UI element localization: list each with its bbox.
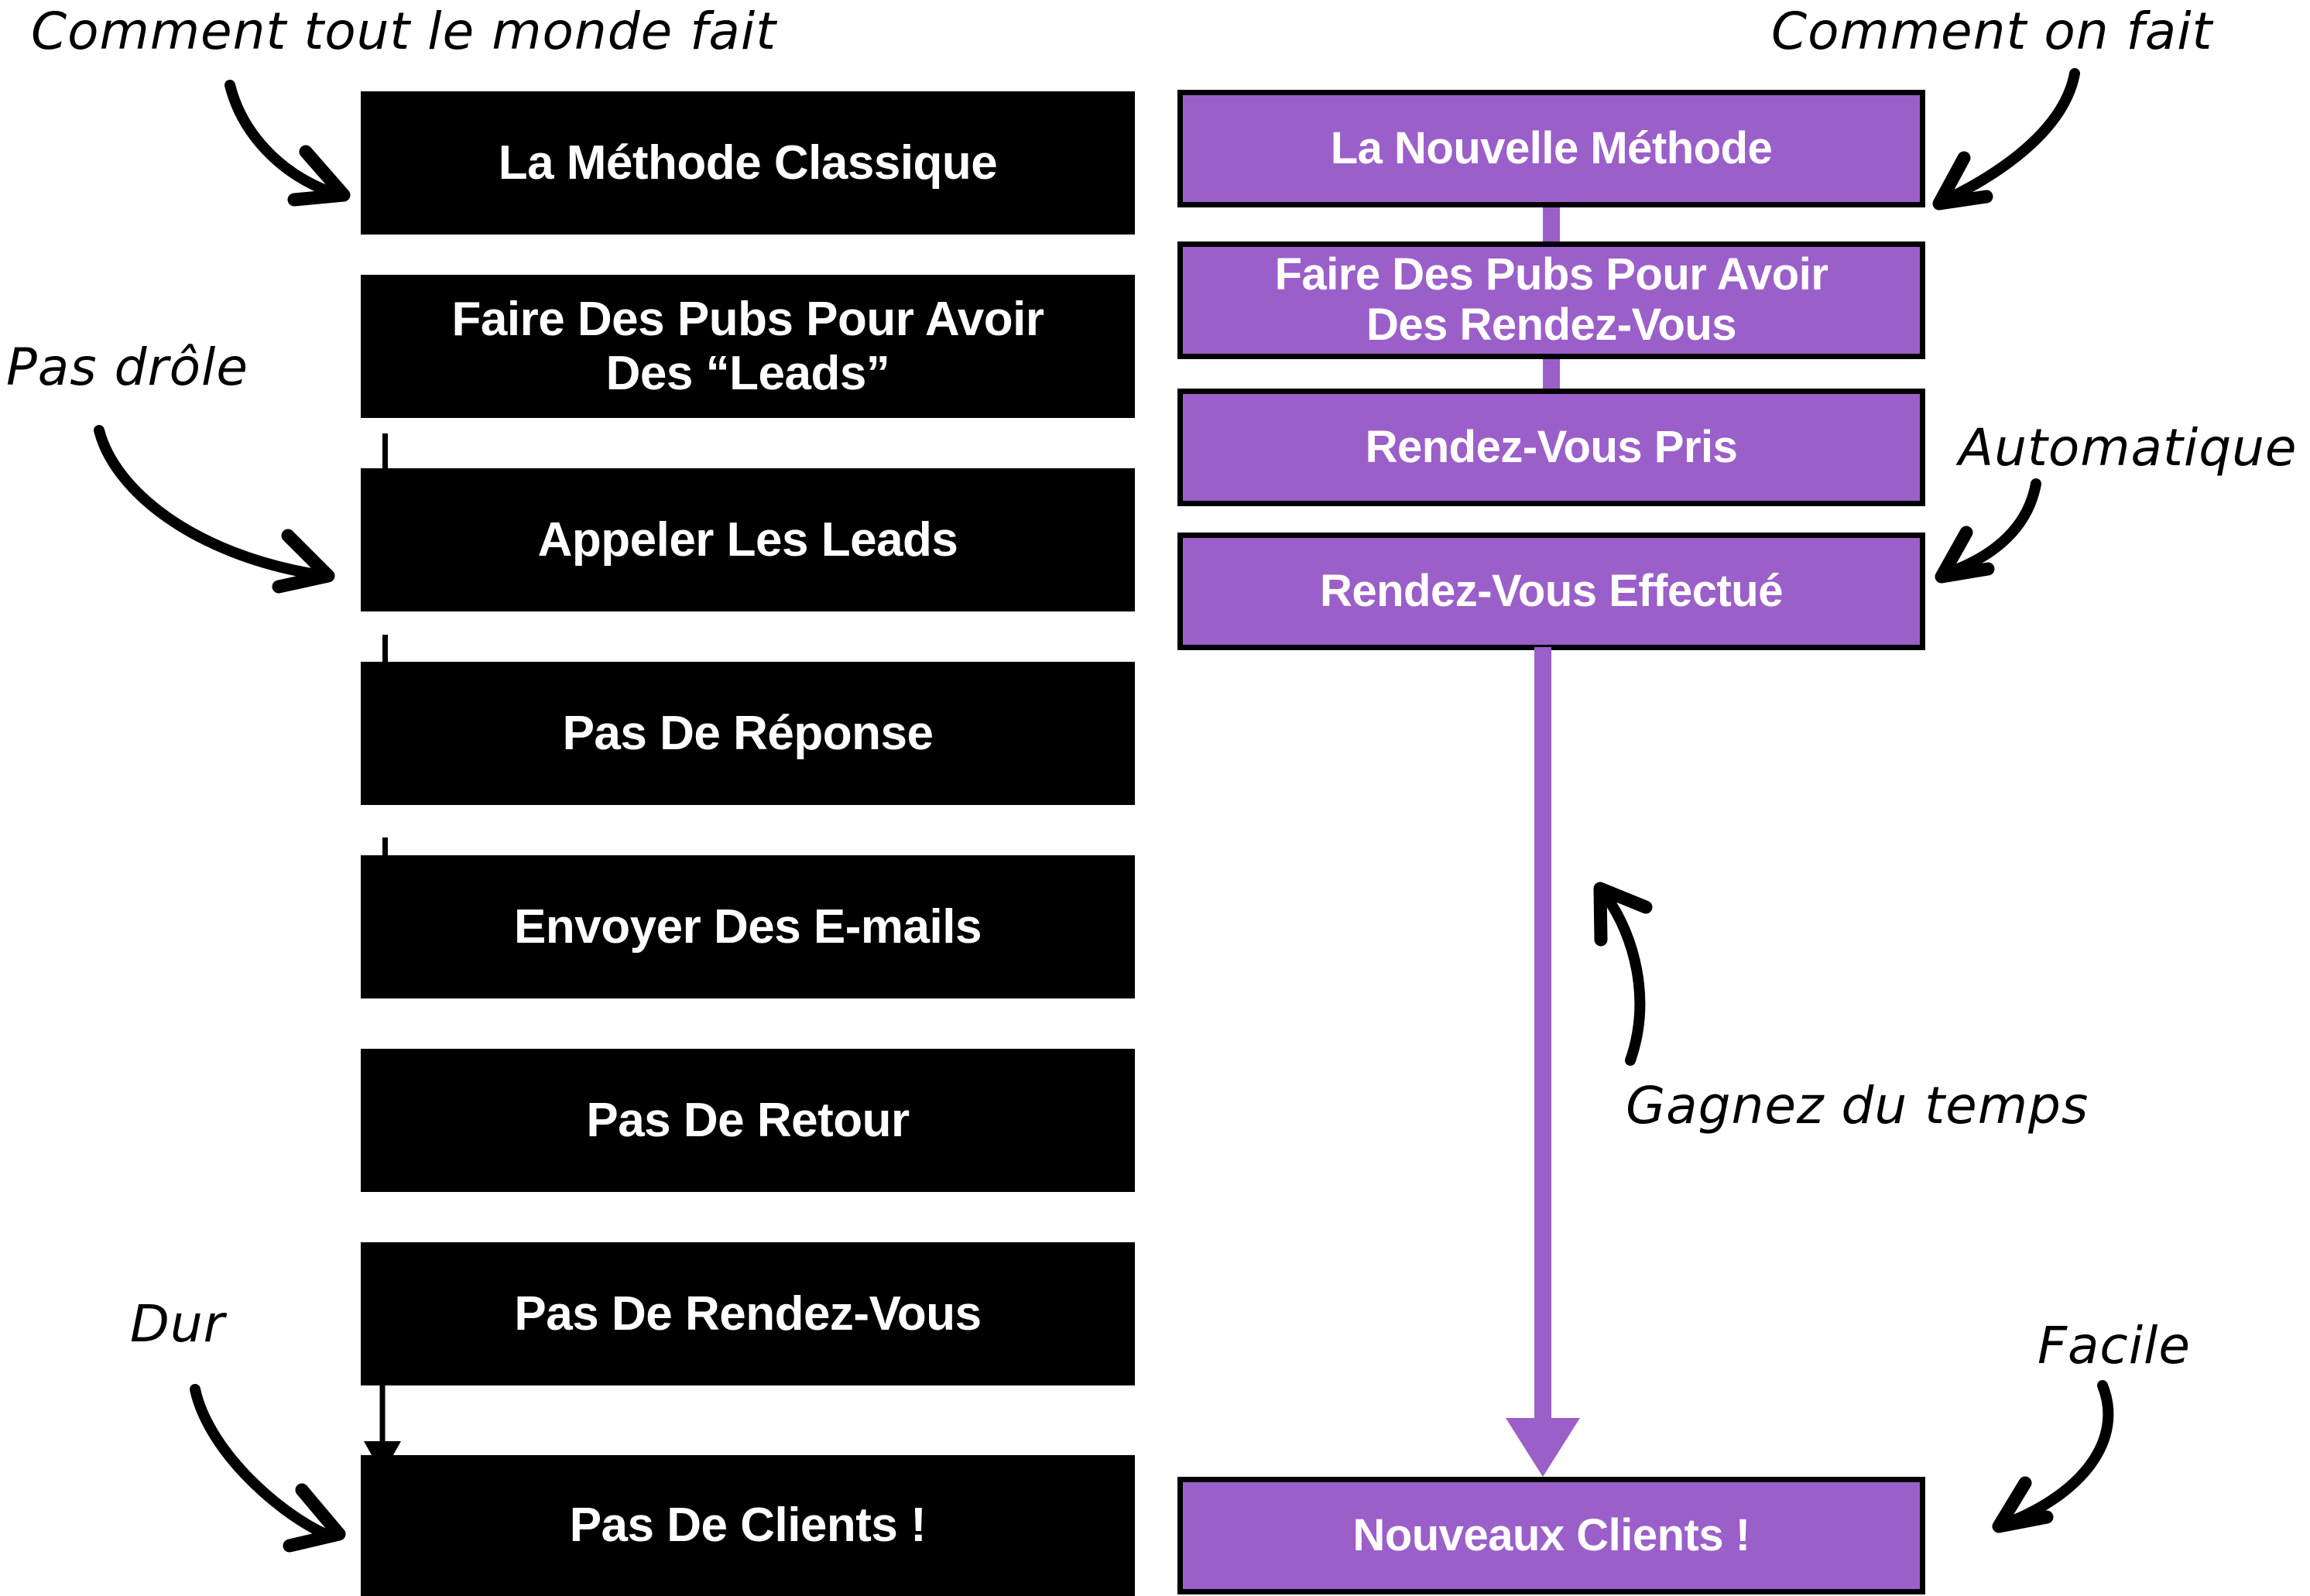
step-label: Pas De Rendez-Vous: [514, 1286, 982, 1341]
annotation-arrow-dur: [190, 1384, 346, 1553]
connector-black-5: [382, 635, 388, 680]
step-label: Rendez-Vous Effectué: [1319, 565, 1784, 616]
step-box-classic-6[interactable]: Pas De Retour: [361, 1049, 1135, 1192]
step-box-new-2[interactable]: Faire Des Pubs Pour Avoir Des Rendez-Vou…: [1177, 241, 1925, 359]
step-label: Faire Des Pubs Pour Avoir Des “Leads”: [451, 293, 1044, 400]
step-box-new-5[interactable]: Nouveaux Clients !: [1177, 1477, 1925, 1594]
step-label: La Méthode Classique: [498, 135, 998, 190]
note-pas-drole: Pas drôle: [6, 337, 248, 397]
step-box-new-4[interactable]: Rendez-Vous Effectué: [1177, 533, 1925, 650]
step-box-classic-1[interactable]: La Méthode Classique: [361, 91, 1135, 235]
connector-purple-1: [1543, 204, 1560, 246]
step-label: La Nouvelle Méthode: [1330, 122, 1773, 173]
note-gagnez-du-temps: Gagnez du temps: [1626, 1076, 2089, 1135]
annotation-arrow-automatique: [1935, 478, 2041, 584]
arrow-purple-final: [1506, 647, 1580, 1477]
step-box-new-1[interactable]: La Nouvelle Méthode: [1177, 90, 1925, 207]
step-label: Pas De Retour: [586, 1093, 910, 1147]
note-facile: Facile: [2038, 1316, 2191, 1375]
note-comment-on-fait: Comment on fait: [1771, 2, 2213, 61]
step-label: Pas De Réponse: [562, 706, 934, 760]
step-label: Envoyer Des E-mails: [514, 899, 982, 954]
step-label: Faire Des Pubs Pour Avoir Des Rendez-Vou…: [1274, 249, 1828, 350]
step-label: Rendez-Vous Pris: [1365, 421, 1738, 472]
annotation-arrow-gagnez-du-temps: [1593, 882, 1653, 1066]
step-label: Pas De Clients !: [569, 1498, 927, 1553]
note-dur: Dur: [130, 1294, 225, 1354]
annotation-arrow-facile: [1992, 1380, 2114, 1533]
step-label: Nouveaux Clients !: [1352, 1509, 1750, 1560]
note-automatique: Automatique: [1959, 418, 2298, 478]
step-box-classic-2[interactable]: Faire Des Pubs Pour Avoir Des “Leads”: [361, 275, 1135, 418]
annotation-arrow-comment-tout-le-monde-fait: [224, 80, 351, 207]
step-box-classic-7[interactable]: Pas De Rendez-Vous: [361, 1242, 1135, 1385]
step-box-classic-3[interactable]: Appeler Les Leads: [361, 468, 1135, 611]
annotation-arrow-comment-on-fait: [1932, 68, 2080, 211]
note-comment-tout-le-monde-fait: Comment tout le monde fait: [31, 2, 777, 61]
step-box-classic-5[interactable]: Envoyer Des E-mails: [361, 855, 1135, 998]
connector-black-3: [382, 433, 388, 476]
step-box-new-3[interactable]: Rendez-Vous Pris: [1177, 389, 1925, 506]
step-box-classic-4[interactable]: Pas De Réponse: [361, 662, 1135, 805]
annotation-arrow-pas-drole: [94, 425, 335, 594]
step-box-classic-8[interactable]: Pas De Clients !: [361, 1455, 1135, 1596]
step-label: Appeler Les Leads: [537, 512, 958, 567]
